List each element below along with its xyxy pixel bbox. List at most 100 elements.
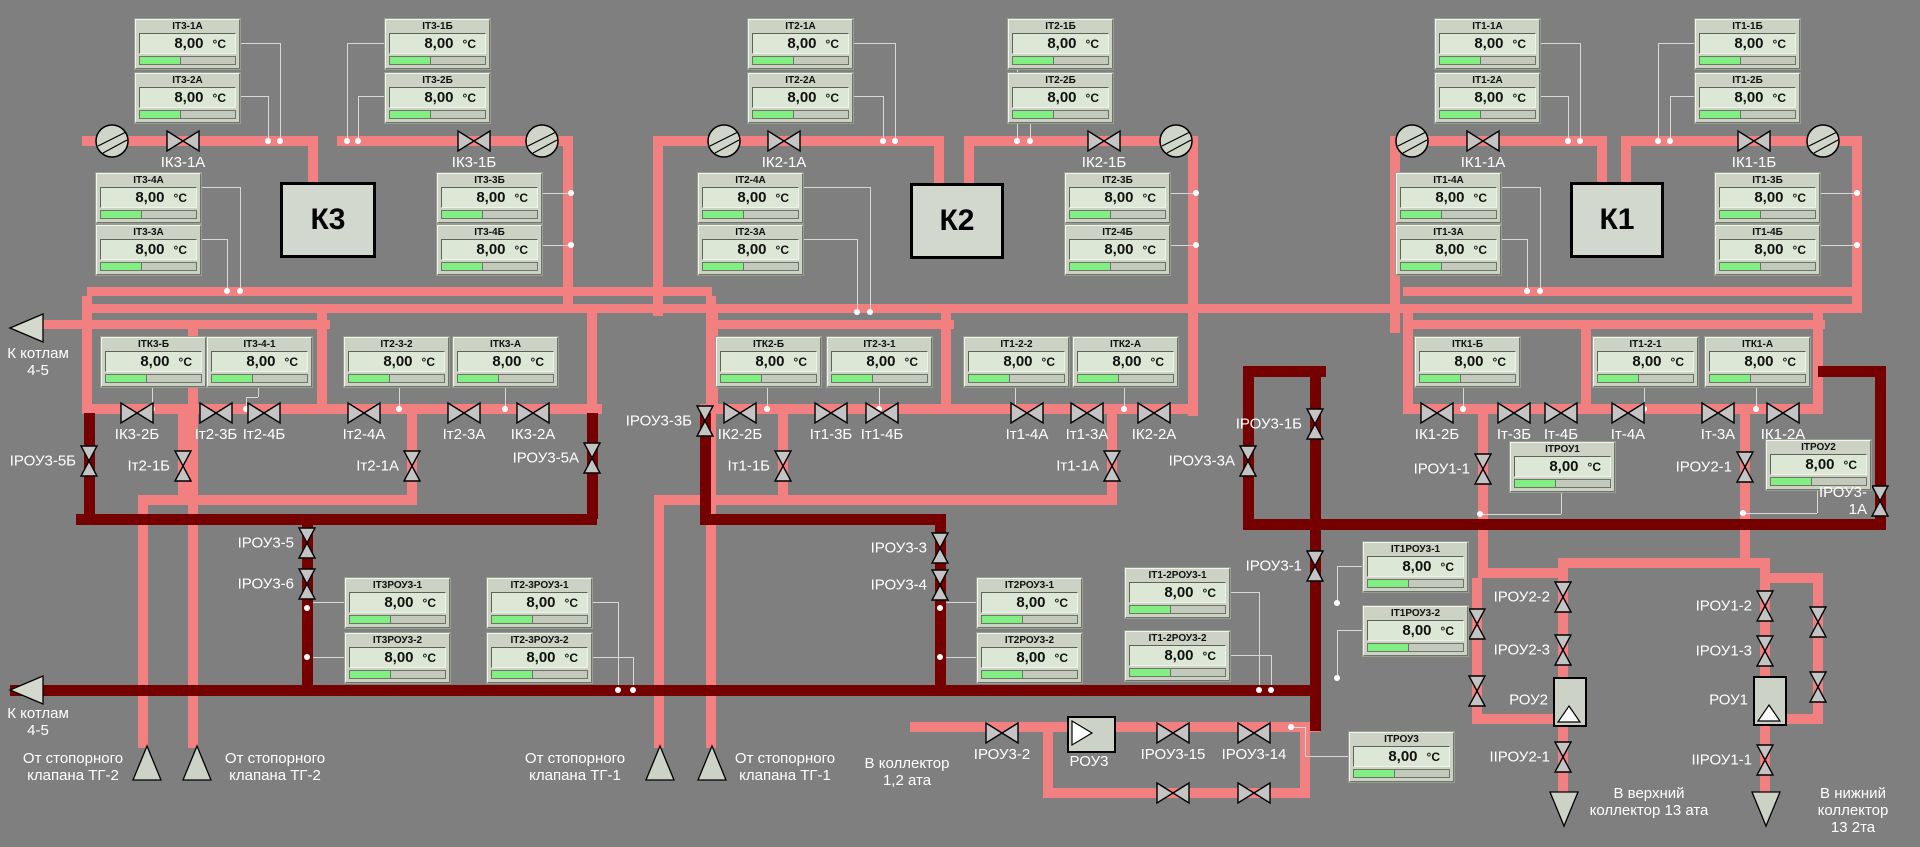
valve-Iт2-4А[interactable] [346, 401, 382, 425]
valve-IК2-2А[interactable] [1136, 401, 1172, 425]
valve-IРОУ3-1[interactable] [1305, 549, 1325, 583]
valve-Iт2-3Б[interactable] [198, 401, 234, 425]
valve-IIРОУ1-1[interactable] [1755, 743, 1775, 777]
valve-IРОУ3-5[interactable] [297, 526, 317, 560]
valve-IРОУ3-1А[interactable] [1870, 484, 1890, 518]
valve-IРОУ3-1Б[interactable] [1305, 407, 1325, 441]
valve-Iт1-3А[interactable] [1069, 401, 1105, 425]
valve-IК1-2Б[interactable] [1419, 401, 1455, 425]
valve-IРОУ2-3[interactable] [1553, 633, 1573, 667]
valve-IРОУ3-3Б[interactable] [695, 404, 715, 438]
valve-bypass[interactable] [1467, 607, 1487, 641]
valve-IК1-1Б[interactable] [1736, 129, 1772, 153]
valve-Iт-3Б[interactable] [1496, 401, 1532, 425]
valve-Iт2-1Б[interactable] [173, 449, 193, 483]
valve-bypass[interactable] [1236, 781, 1272, 805]
valve-IРОУ3-4[interactable] [930, 568, 950, 602]
valve-IК3-2А[interactable] [515, 401, 551, 425]
valve-bypass[interactable] [1808, 605, 1828, 639]
valve-Iт2-1А[interactable] [402, 449, 422, 483]
valve-Iт2-4Б[interactable] [246, 401, 282, 425]
valve-IК1-2А[interactable] [1765, 401, 1801, 425]
valve-Iт1-4Б[interactable] [864, 401, 900, 425]
valve-IК3-1А[interactable] [165, 129, 201, 153]
valve-IРОУ2-1[interactable] [1735, 450, 1755, 484]
valve-IРОУ2-2[interactable] [1553, 580, 1573, 614]
valve-Iт1-3Б[interactable] [813, 401, 849, 425]
valve-bypass[interactable] [1155, 781, 1191, 805]
valve-IРОУ3-3[interactable] [930, 531, 950, 565]
valve-IК3-2Б[interactable] [119, 401, 155, 425]
valve-IРОУ3-5А[interactable] [582, 441, 602, 475]
valve-IРОУ3-14[interactable] [1236, 721, 1272, 745]
valve-IК2-1А[interactable] [766, 129, 802, 153]
valve-IРОУ3-3А[interactable] [1238, 444, 1258, 478]
valve-Iт1-1А[interactable] [1102, 449, 1122, 483]
valve-IК2-2Б[interactable] [722, 401, 758, 425]
valve-IРОУ3-15[interactable] [1155, 721, 1191, 745]
valve-IРОУ3-2[interactable] [984, 721, 1020, 745]
valve-Iт1-1Б[interactable] [773, 449, 793, 483]
valve-IК2-1Б[interactable] [1086, 129, 1122, 153]
valve-IРОУ3-5Б[interactable] [79, 444, 99, 478]
valve-IК3-1Б[interactable] [456, 129, 492, 153]
valve-IРОУ1-3[interactable] [1755, 634, 1775, 668]
valve-IРОУ1-2[interactable] [1755, 589, 1775, 623]
valve-bypass[interactable] [1467, 674, 1487, 708]
valve-bypass[interactable] [1808, 670, 1828, 704]
valve-IРОУ1-1[interactable] [1473, 452, 1493, 486]
valve-Iт2-3А[interactable] [446, 401, 482, 425]
valve-Iт-4Б[interactable] [1543, 401, 1579, 425]
valve-IIРОУ2-1[interactable] [1553, 740, 1573, 774]
valve-Iт-4А[interactable] [1610, 401, 1646, 425]
valve-IК1-1А[interactable] [1465, 129, 1501, 153]
